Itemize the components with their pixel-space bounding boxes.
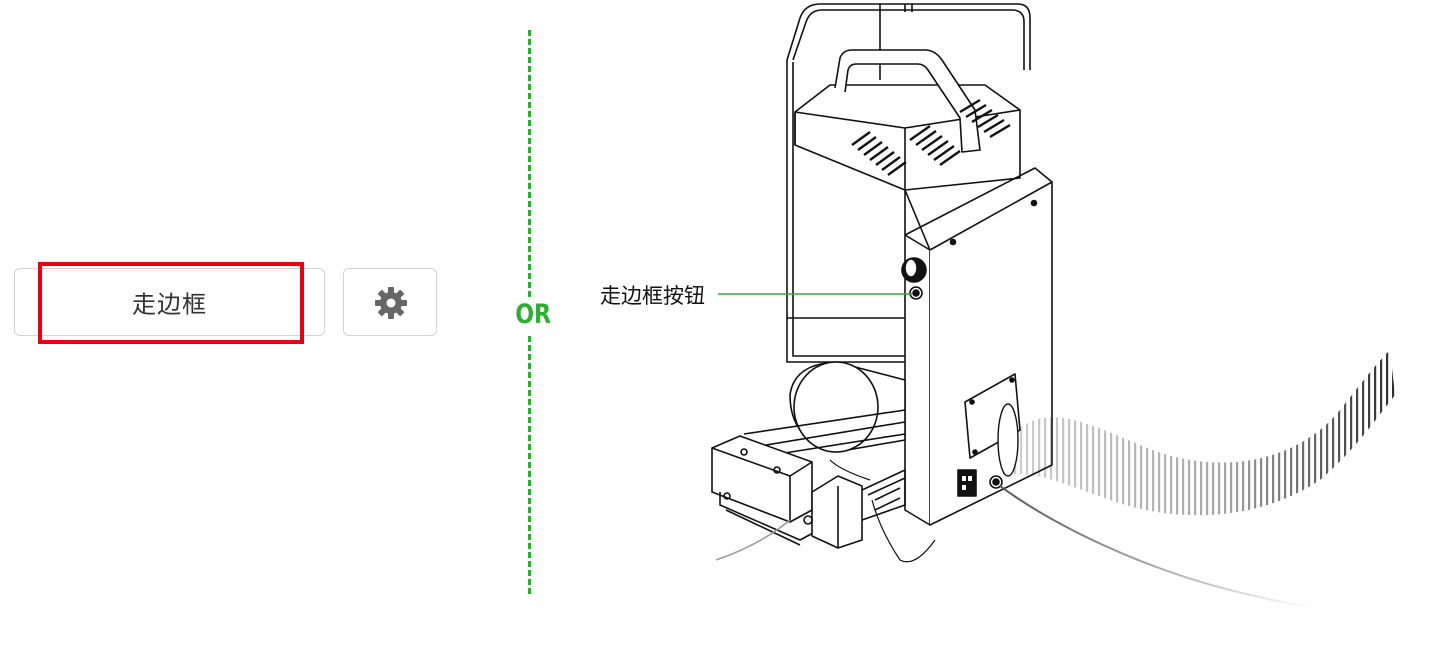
frame-button-label: 走边框: [132, 290, 207, 319]
callout-label: 走边框按钮: [600, 284, 705, 308]
settings-button[interactable]: [343, 268, 437, 336]
frame-button[interactable]: 走边框: [14, 268, 325, 336]
gear-icon: [375, 287, 407, 319]
or-label: OR: [515, 297, 551, 333]
machine-illustration: [711, 3, 1395, 607]
highlight-box: [38, 262, 304, 344]
